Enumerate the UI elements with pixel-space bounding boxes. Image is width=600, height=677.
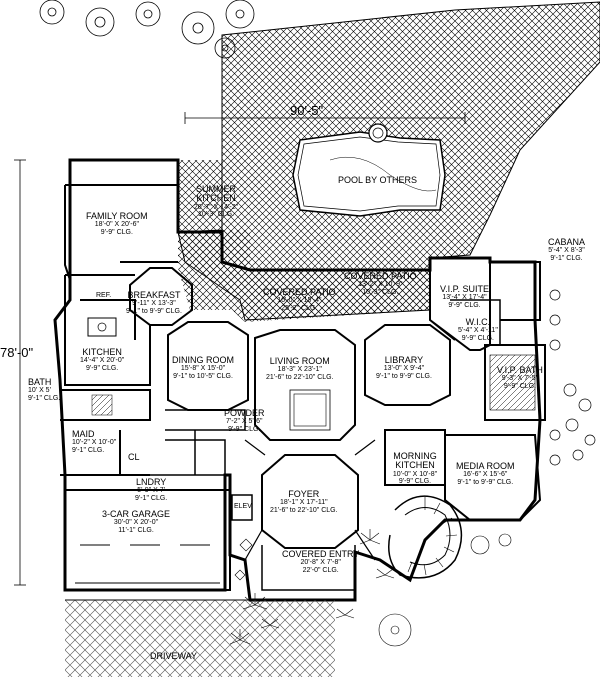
driveway-label: DRIVEWAY [150,651,198,661]
room-covered-entry: COVERED ENTRY 20'-8" X 7'-8" 22'-0" CLG. [282,549,360,574]
room-garage: 3-CAR GARAGE 30'-0" X 20'-0" 11'-1" CLG. [102,509,171,534]
refrigerator-label: REF. [96,292,112,299]
palm-cluster-left [229,538,280,645]
room-dining-room: DINING ROOM 15'-8" X 15'-0" 9'-1" to 10'… [172,355,234,380]
room-laundry: LNDRY 5'-9" X 7' 9'-1" CLG. [135,477,168,502]
room-kitchen: KITCHEN 14'-4" X 20'-0" 9'-9" CLG. [80,347,125,372]
elevator-label: ELEV [234,503,252,510]
overall-width-label: 90'-5" [290,103,324,118]
room-vip-suite: V.I.P. SUITE 13'-4" X 17'-4" 9'-9" CLG. [440,284,490,309]
room-covered-patio-1: COVERED PATIO 16'-0" X 15'-4" 25'-2" CLG… [263,287,336,312]
covered-patio-hatch [178,160,430,322]
room-media-room: MEDIA ROOM 16'-6" X 15'-6" 9'-1" to 9'-9… [456,461,515,486]
room-pool: POOL BY OTHERS [338,175,418,185]
room-wic: W.I.C. 5'-4" X 4'-11" 9'-9" CLG. [458,317,498,342]
room-library: LIBRARY 13'-0" X 9'-4" 9'-1" to 9'-9" CL… [376,355,432,380]
overall-depth-label: 78'-0" [0,345,34,360]
room-morning-kitchen: MORNING KITCHEN 10'-0" X 10'-8" 9'-9" CL… [392,451,438,486]
closet-label: CL [128,452,140,462]
shrubs-right [549,289,596,466]
room-breakfast: BREAKFAST 9'-11" X 13'-3" 9'-1" to 9'-9"… [126,290,182,315]
room-covered-patio-2: COVERED PATIO 13'-2" X 10'-9" 10'-3" CLG… [344,271,417,296]
room-summer-kitchen: SUMMER KITCHEN 20'-7" X 14'-2" 10'-3" CL… [193,184,239,219]
room-foyer: FOYER 18'-1" X 17'-11" 21'-6" to 22'-10"… [270,489,338,514]
pool-shape [292,131,446,217]
room-family-room: FAMILY ROOM 18'-0" X 20'-6" 9'-9" CLG. [86,211,148,236]
room-powder: POWDER 7'-2" X 5'-6" 9'-9" CLG. [224,408,265,433]
room-vip-bath: V.I.P. BATH 9'-3" X 7'-5" 9'-9" CLG. [497,365,543,390]
room-maid: MAID 10'-2" X 10'-0" 9'-1" CLG. [72,429,117,454]
tree-cluster-top [39,0,255,59]
driveway-paving [65,600,335,677]
room-living-room: LIVING ROOM 18'-3" X 23'-1" 21'-6" to 22… [266,356,334,381]
palm-cluster-right [335,529,512,647]
room-bath: BATH 10' X 5' 9'-1" CLG. [28,377,61,402]
room-cabana: CABANA 5'-4" X 8'-3" 9'-1" CLG. [548,237,586,262]
spiral-staircase [388,495,463,579]
